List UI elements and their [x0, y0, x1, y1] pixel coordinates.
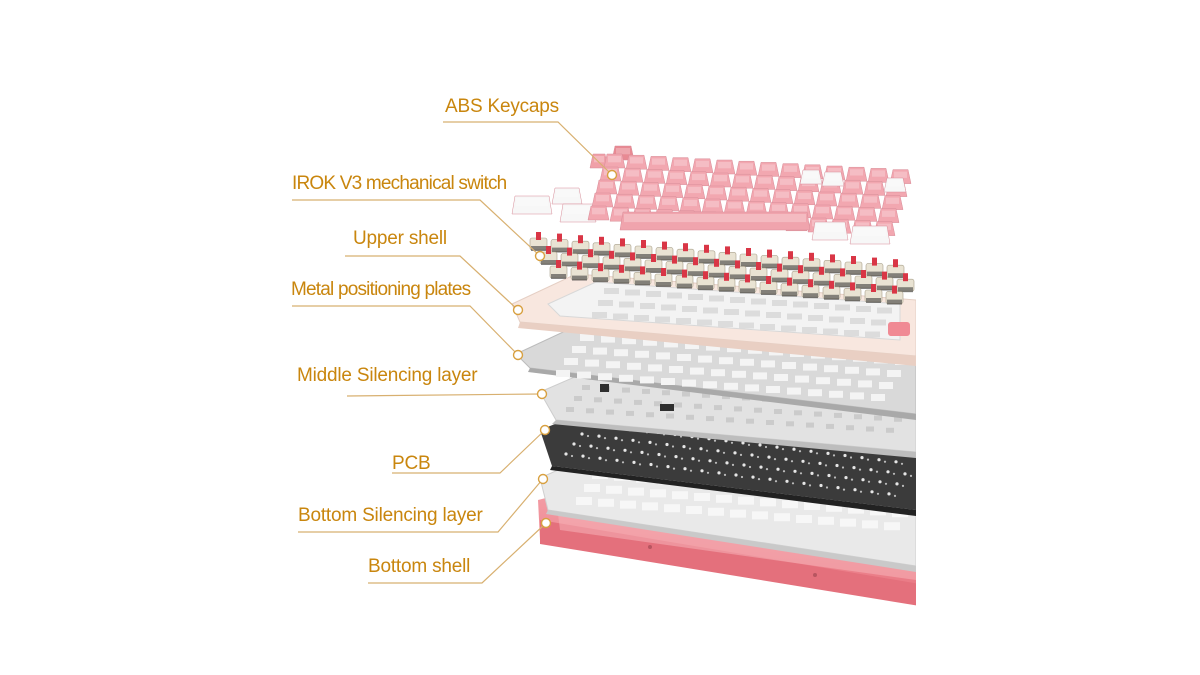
leader-bottom-shell [368, 523, 546, 584]
leader-middle-silencing [346, 393, 541, 397]
marker-bottom-silencing [537, 473, 549, 485]
leader-switch [292, 199, 541, 257]
label-metal-positioning-plates: Metal positioning plates [291, 279, 471, 300]
leader-pcb [392, 429, 546, 474]
label-irok-switch: IROK V3 mechanical switch [292, 173, 507, 194]
leader-markers [512, 169, 618, 529]
label-bottom-shell: Bottom shell [368, 556, 471, 577]
abs-keycaps [511, 145, 912, 245]
leader-keycaps [443, 121, 613, 176]
leader-bottom-silencing [298, 479, 543, 533]
label-middle-silencing-layer: Middle Silencing layer [297, 365, 478, 386]
label-bottom-silencing-layer: Bottom Silencing layer [298, 505, 483, 526]
marker-upper-shell [512, 304, 524, 316]
marker-switch [534, 250, 546, 262]
marker-bottom-shell [540, 517, 552, 529]
marker-metal-plates [512, 349, 524, 361]
marker-keycaps [606, 169, 618, 181]
leader-upper-shell [345, 255, 519, 311]
mechanical-switches [529, 232, 915, 305]
label-abs-keycaps: ABS Keycaps [445, 96, 559, 117]
label-upper-shell: Upper shell [353, 228, 447, 249]
marker-pcb [539, 424, 551, 436]
leader-lines [292, 121, 613, 584]
leader-metal-plates [292, 305, 519, 356]
pcb-board [540, 406, 916, 516]
label-pcb: PCB [392, 453, 431, 474]
marker-middle-silencing [536, 388, 548, 400]
